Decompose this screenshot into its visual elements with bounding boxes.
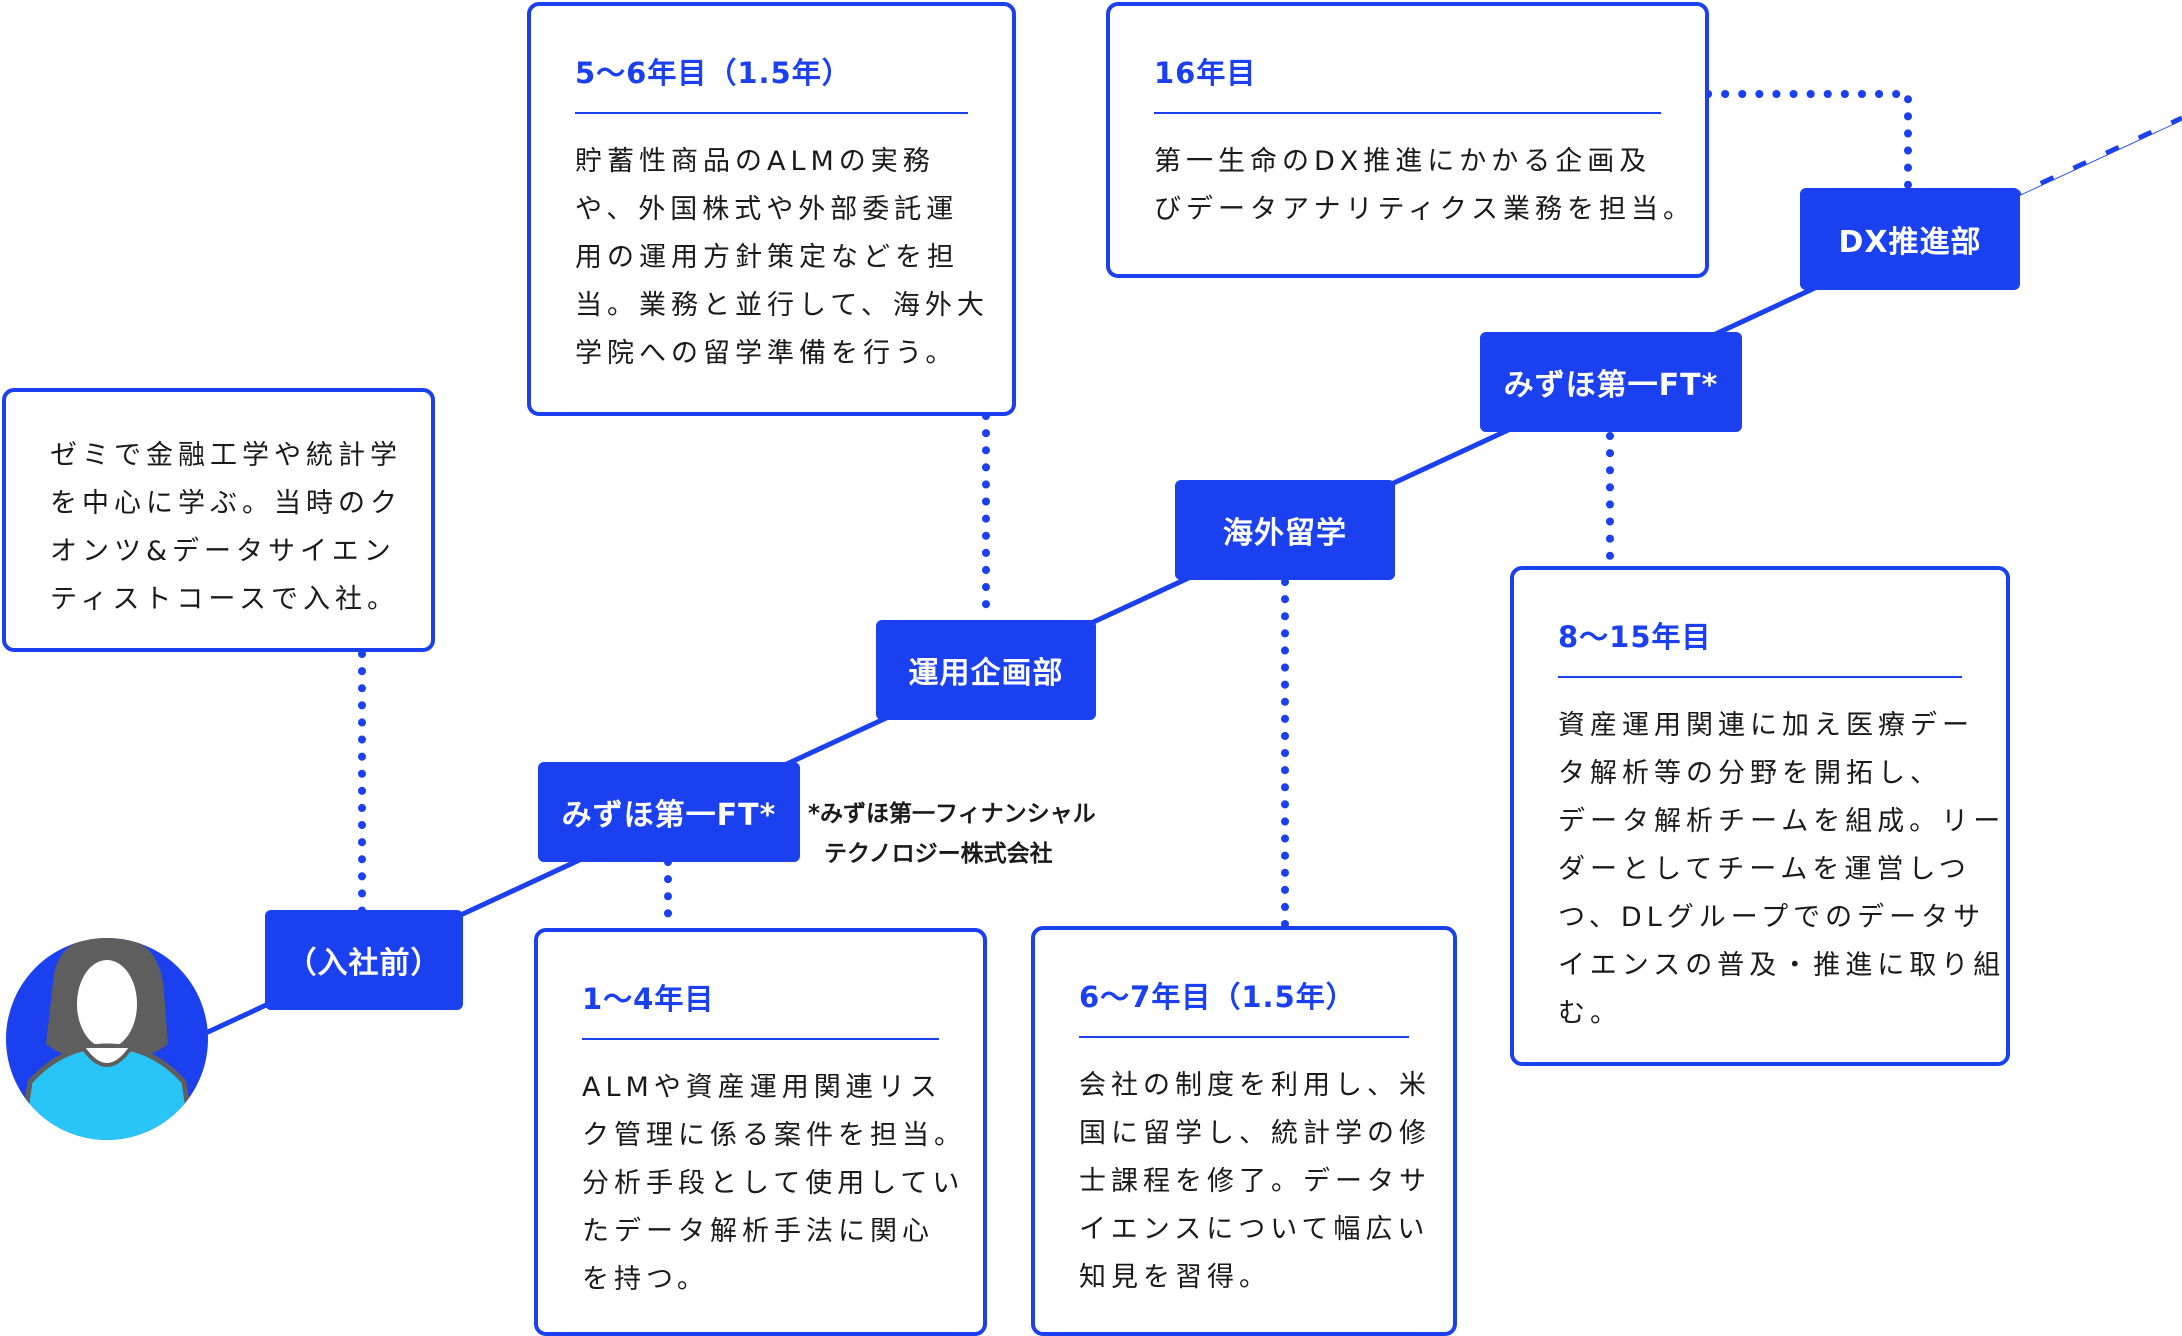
card-text-line: 資産運用関連に加え医療デー	[1558, 710, 1974, 741]
card-text-line: つ、DLグループでのデータサ	[1558, 902, 1986, 933]
card-text-line: ティストコースで入社。	[50, 584, 400, 615]
card-text-line: 会社の制度を利用し、米	[1079, 1070, 1431, 1101]
card-text-line: オンツ&データサイエン	[50, 536, 396, 567]
card-text-line: を持つ。	[582, 1264, 709, 1295]
card-text-line: む。	[1558, 998, 1622, 1029]
card-text-line: ク管理に係る案件を担当。	[582, 1120, 966, 1151]
stage-unyo-kikaku-label: 運用企画部	[908, 656, 1064, 691]
card-years-1-4: 1〜4年目 ALMや資産運用関連リス ク管理に係る案件を担当。 分析手段として使…	[534, 928, 987, 1336]
card-year-16: 16年目 第一生命のDX推進にかかる企画及 びデータアナリティクス業務を担当。	[1106, 2, 1709, 278]
card-text-line: 士課程を修了。データサ	[1079, 1166, 1431, 1197]
stage-unyo-kikaku: 運用企画部	[876, 620, 1096, 720]
stage-kaigai-ryugaku: 海外留学	[1175, 480, 1395, 580]
stage-dx-suishin-label: DX推進部	[1838, 225, 1982, 260]
card-years-1-4-body: ALMや資産運用関連リス ク管理に係る案件を担当。 分析手段として使用してい た…	[582, 1064, 966, 1304]
card-text-line: 分析手段として使用してい	[582, 1168, 965, 1199]
card-years-5-6: 5〜6年目（1.5年） 貯蓄性商品のALMの実務 や、外国株式や外部委託運 用の…	[527, 2, 1016, 416]
stage-pre-join-label: （入社前）	[286, 946, 442, 981]
card-years-5-6-body: 貯蓄性商品のALMの実務 や、外国株式や外部委託運 用の運用方針策定などを担 当…	[575, 138, 989, 378]
card-text-line: たデータ解析手法に関心	[582, 1216, 934, 1247]
card-text-line: ゼミで金融工学や統計学	[50, 440, 402, 471]
stage-mizuho-ft-2: みずほ第一FT*	[1480, 332, 1742, 432]
card-years-8-15: 8〜15年目 資産運用関連に加え医療デー タ解析等の分野を開拓し、 データ解析チ…	[1510, 566, 2010, 1066]
footnote-line: *みずほ第一フィナンシャル	[808, 801, 1096, 827]
stage-kaigai-ryugaku-label: 海外留学	[1223, 516, 1347, 551]
avatar-face	[77, 960, 137, 1048]
card-years-6-7-title: 6〜7年目（1.5年）	[1079, 974, 1409, 1038]
card-text-line: 知見を習得。	[1079, 1262, 1271, 1293]
card-year-16-body: 第一生命のDX推進にかかる企画及 びデータアナリティクス業務を担当。	[1154, 138, 1696, 234]
card-text-line: イエンスについて幅広い	[1079, 1214, 1430, 1245]
card-text-line: 当。業務と並行して、海外大	[575, 290, 989, 321]
footnote-line: テクノロジー株式会社	[824, 841, 1053, 867]
card-pre-join-body: ゼミで金融工学や統計学 を中心に学ぶ。当時のク オンツ&データサイエン ティスト…	[50, 432, 399, 624]
card-text-line: ALMや資産運用関連リス	[582, 1072, 942, 1103]
card-text-line: イエンスの普及・推進に取り組	[1558, 950, 2006, 981]
card-text-line: 学院への留学準備を行う。	[575, 338, 958, 369]
card-text-line: びデータアナリティクス業務を担当。	[1154, 194, 1696, 225]
avatar	[6, 938, 208, 1140]
stage-pre-join: （入社前）	[265, 910, 463, 1010]
card-text-line: 第一生命のDX推進にかかる企画及	[1154, 146, 1652, 177]
stage-dx-suishin: DX推進部	[1800, 188, 2020, 290]
card-text-line: 用の運用方針策定などを担	[575, 242, 959, 273]
card-text-line: ダーとしてチームを運営しつ	[1558, 854, 1971, 885]
card-years-8-15-title: 8〜15年目	[1558, 614, 1962, 678]
card-years-6-7-body: 会社の制度を利用し、米 国に留学し、統計学の修 士課程を修了。データサ イエンス…	[1079, 1062, 1431, 1302]
card-years-8-15-body: 資産運用関連に加え医療デー タ解析等の分野を開拓し、 データ解析チームを組成。リ…	[1558, 702, 2006, 1038]
card-text-line: 国に留学し、統計学の修	[1079, 1118, 1431, 1149]
card-text-line: 貯蓄性商品のALMの実務	[575, 146, 935, 177]
card-years-6-7: 6〜7年目（1.5年） 会社の制度を利用し、米 国に留学し、統計学の修 士課程を…	[1031, 926, 1457, 1336]
connector-year-16	[1704, 90, 1912, 192]
footnote: *みずほ第一フィナンシャル テクノロジー株式会社	[808, 794, 1096, 874]
timeline-path-dashed	[2018, 112, 2182, 195]
card-text-line: データ解析チームを組成。リー	[1558, 806, 2006, 837]
stage-mizuho-ft-2-label: みずほ第一FT*	[1503, 368, 1719, 403]
card-years-5-6-title: 5〜6年目（1.5年）	[575, 50, 968, 114]
avatar-neck	[78, 1044, 136, 1067]
card-text-line: や、外国株式や外部委託運	[575, 194, 959, 225]
stage-mizuho-ft-1-label: みずほ第一FT*	[561, 798, 777, 833]
stage-mizuho-ft-1: みずほ第一FT*	[538, 762, 800, 862]
card-text-line: タ解析等の分野を開拓し、	[1558, 758, 1942, 789]
card-text-line: を中心に学ぶ。当時のク	[50, 488, 402, 519]
card-years-1-4-title: 1〜4年目	[582, 976, 939, 1040]
card-year-16-title: 16年目	[1154, 50, 1661, 114]
card-pre-join: ゼミで金融工学や統計学 を中心に学ぶ。当時のク オンツ&データサイエン ティスト…	[2, 388, 435, 652]
